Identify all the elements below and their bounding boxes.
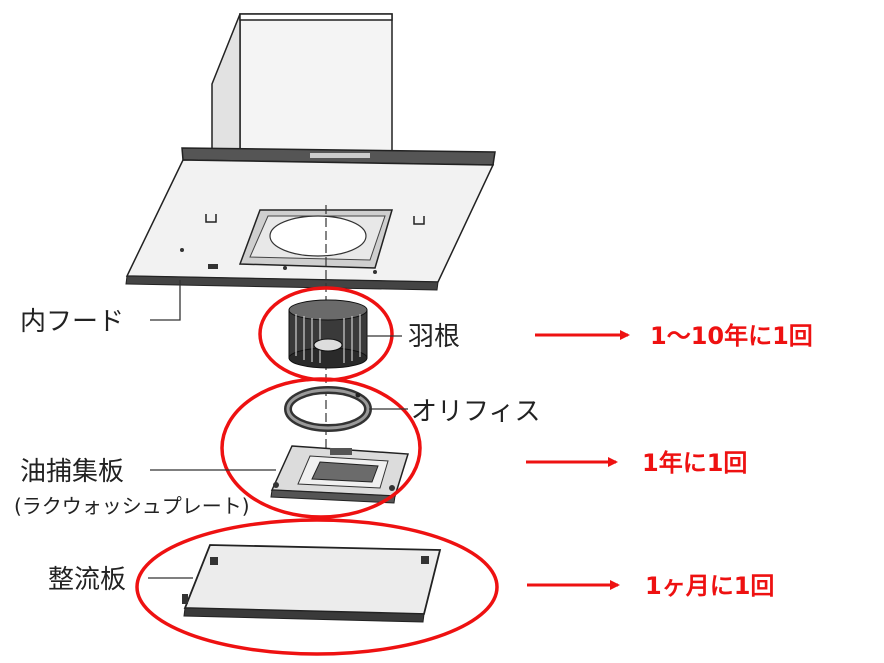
grease-filter-part [270, 445, 409, 504]
orifice-part [284, 386, 372, 432]
fan-label: 羽根 [408, 322, 460, 352]
fan-frequency-label: 1～10年に1回 [650, 322, 813, 350]
inner-hood-leader [150, 280, 181, 321]
filter-frequency-label: 1年に1回 [642, 449, 747, 477]
rectifier-label: 整流板 [48, 565, 126, 595]
grease-filter-sublabel: (ラクウォッシュプレート) [14, 494, 250, 518]
orifice-label: オリフィス [411, 397, 540, 427]
filter-highlight-ellipse [220, 377, 422, 519]
duct-cover [211, 13, 393, 153]
hood-body [125, 147, 496, 291]
inner-hood-label: 内フード [20, 307, 124, 337]
grease-filter-label: 油捕集板 [20, 457, 124, 487]
rectifier-part [182, 544, 442, 623]
rectifier-highlight-ellipse [135, 518, 499, 656]
rectifier-frequency-label: 1ヶ月に1回 [645, 572, 774, 600]
fan-part [288, 299, 368, 369]
